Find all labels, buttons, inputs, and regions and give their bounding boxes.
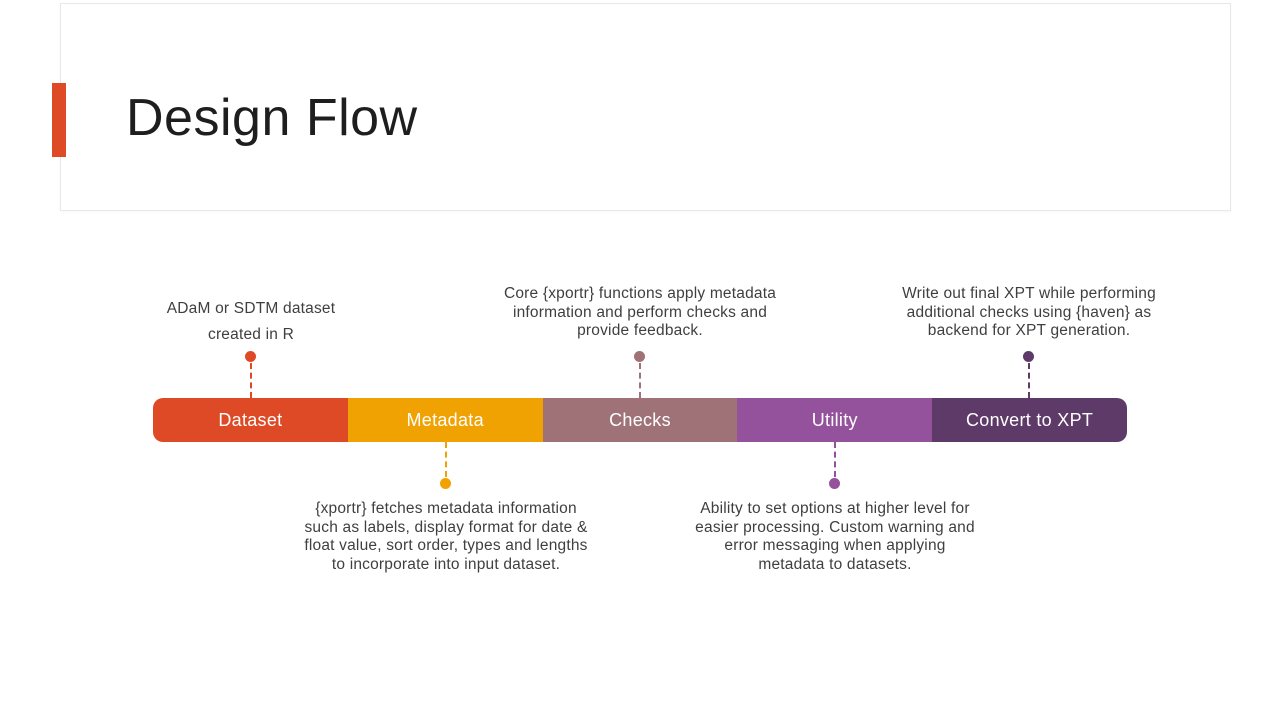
segment-metadata: Metadata xyxy=(347,398,543,442)
annotation-convert-to-xpt: Write out final XPT while performing add… xyxy=(902,285,1156,340)
connector-dot-utility xyxy=(829,478,840,489)
connector-line-checks xyxy=(639,363,641,398)
title-card xyxy=(60,3,1231,211)
annotation-checks: Core {xportr} functions apply metadata i… xyxy=(503,285,777,340)
connector-line-utility xyxy=(834,442,836,477)
flow-bar: Dataset Metadata Checks Utility Convert … xyxy=(153,398,1127,442)
segment-label: Utility xyxy=(811,409,858,430)
connector-dot-dataset xyxy=(245,351,256,362)
segment-label: Convert to XPT xyxy=(965,409,1094,430)
annotation-dataset: ADaM or SDTM dataset created in R xyxy=(166,300,336,343)
connector-line-dataset xyxy=(250,363,252,398)
connector-dot-metadata xyxy=(440,478,451,489)
segment-convert-to-xpt: Convert to XPT xyxy=(932,398,1127,442)
segment-label: Metadata xyxy=(406,409,484,430)
page-title: Design Flow xyxy=(126,89,418,147)
connector-dot-checks xyxy=(634,351,645,362)
connector-line-convert-to-xpt xyxy=(1028,363,1030,398)
connector-line-metadata xyxy=(445,442,447,477)
segment-checks: Checks xyxy=(542,398,738,442)
segment-utility: Utility xyxy=(737,398,933,442)
segment-label: Dataset xyxy=(218,409,283,430)
connector-dot-convert-to-xpt xyxy=(1023,351,1034,362)
segment-label: Checks xyxy=(609,409,671,430)
annotation-utility: Ability to set options at higher level f… xyxy=(695,500,975,573)
title-accent-bar xyxy=(52,83,66,157)
segment-dataset: Dataset xyxy=(153,398,348,442)
annotation-metadata: {xportr} fetches metadata information su… xyxy=(304,500,588,573)
